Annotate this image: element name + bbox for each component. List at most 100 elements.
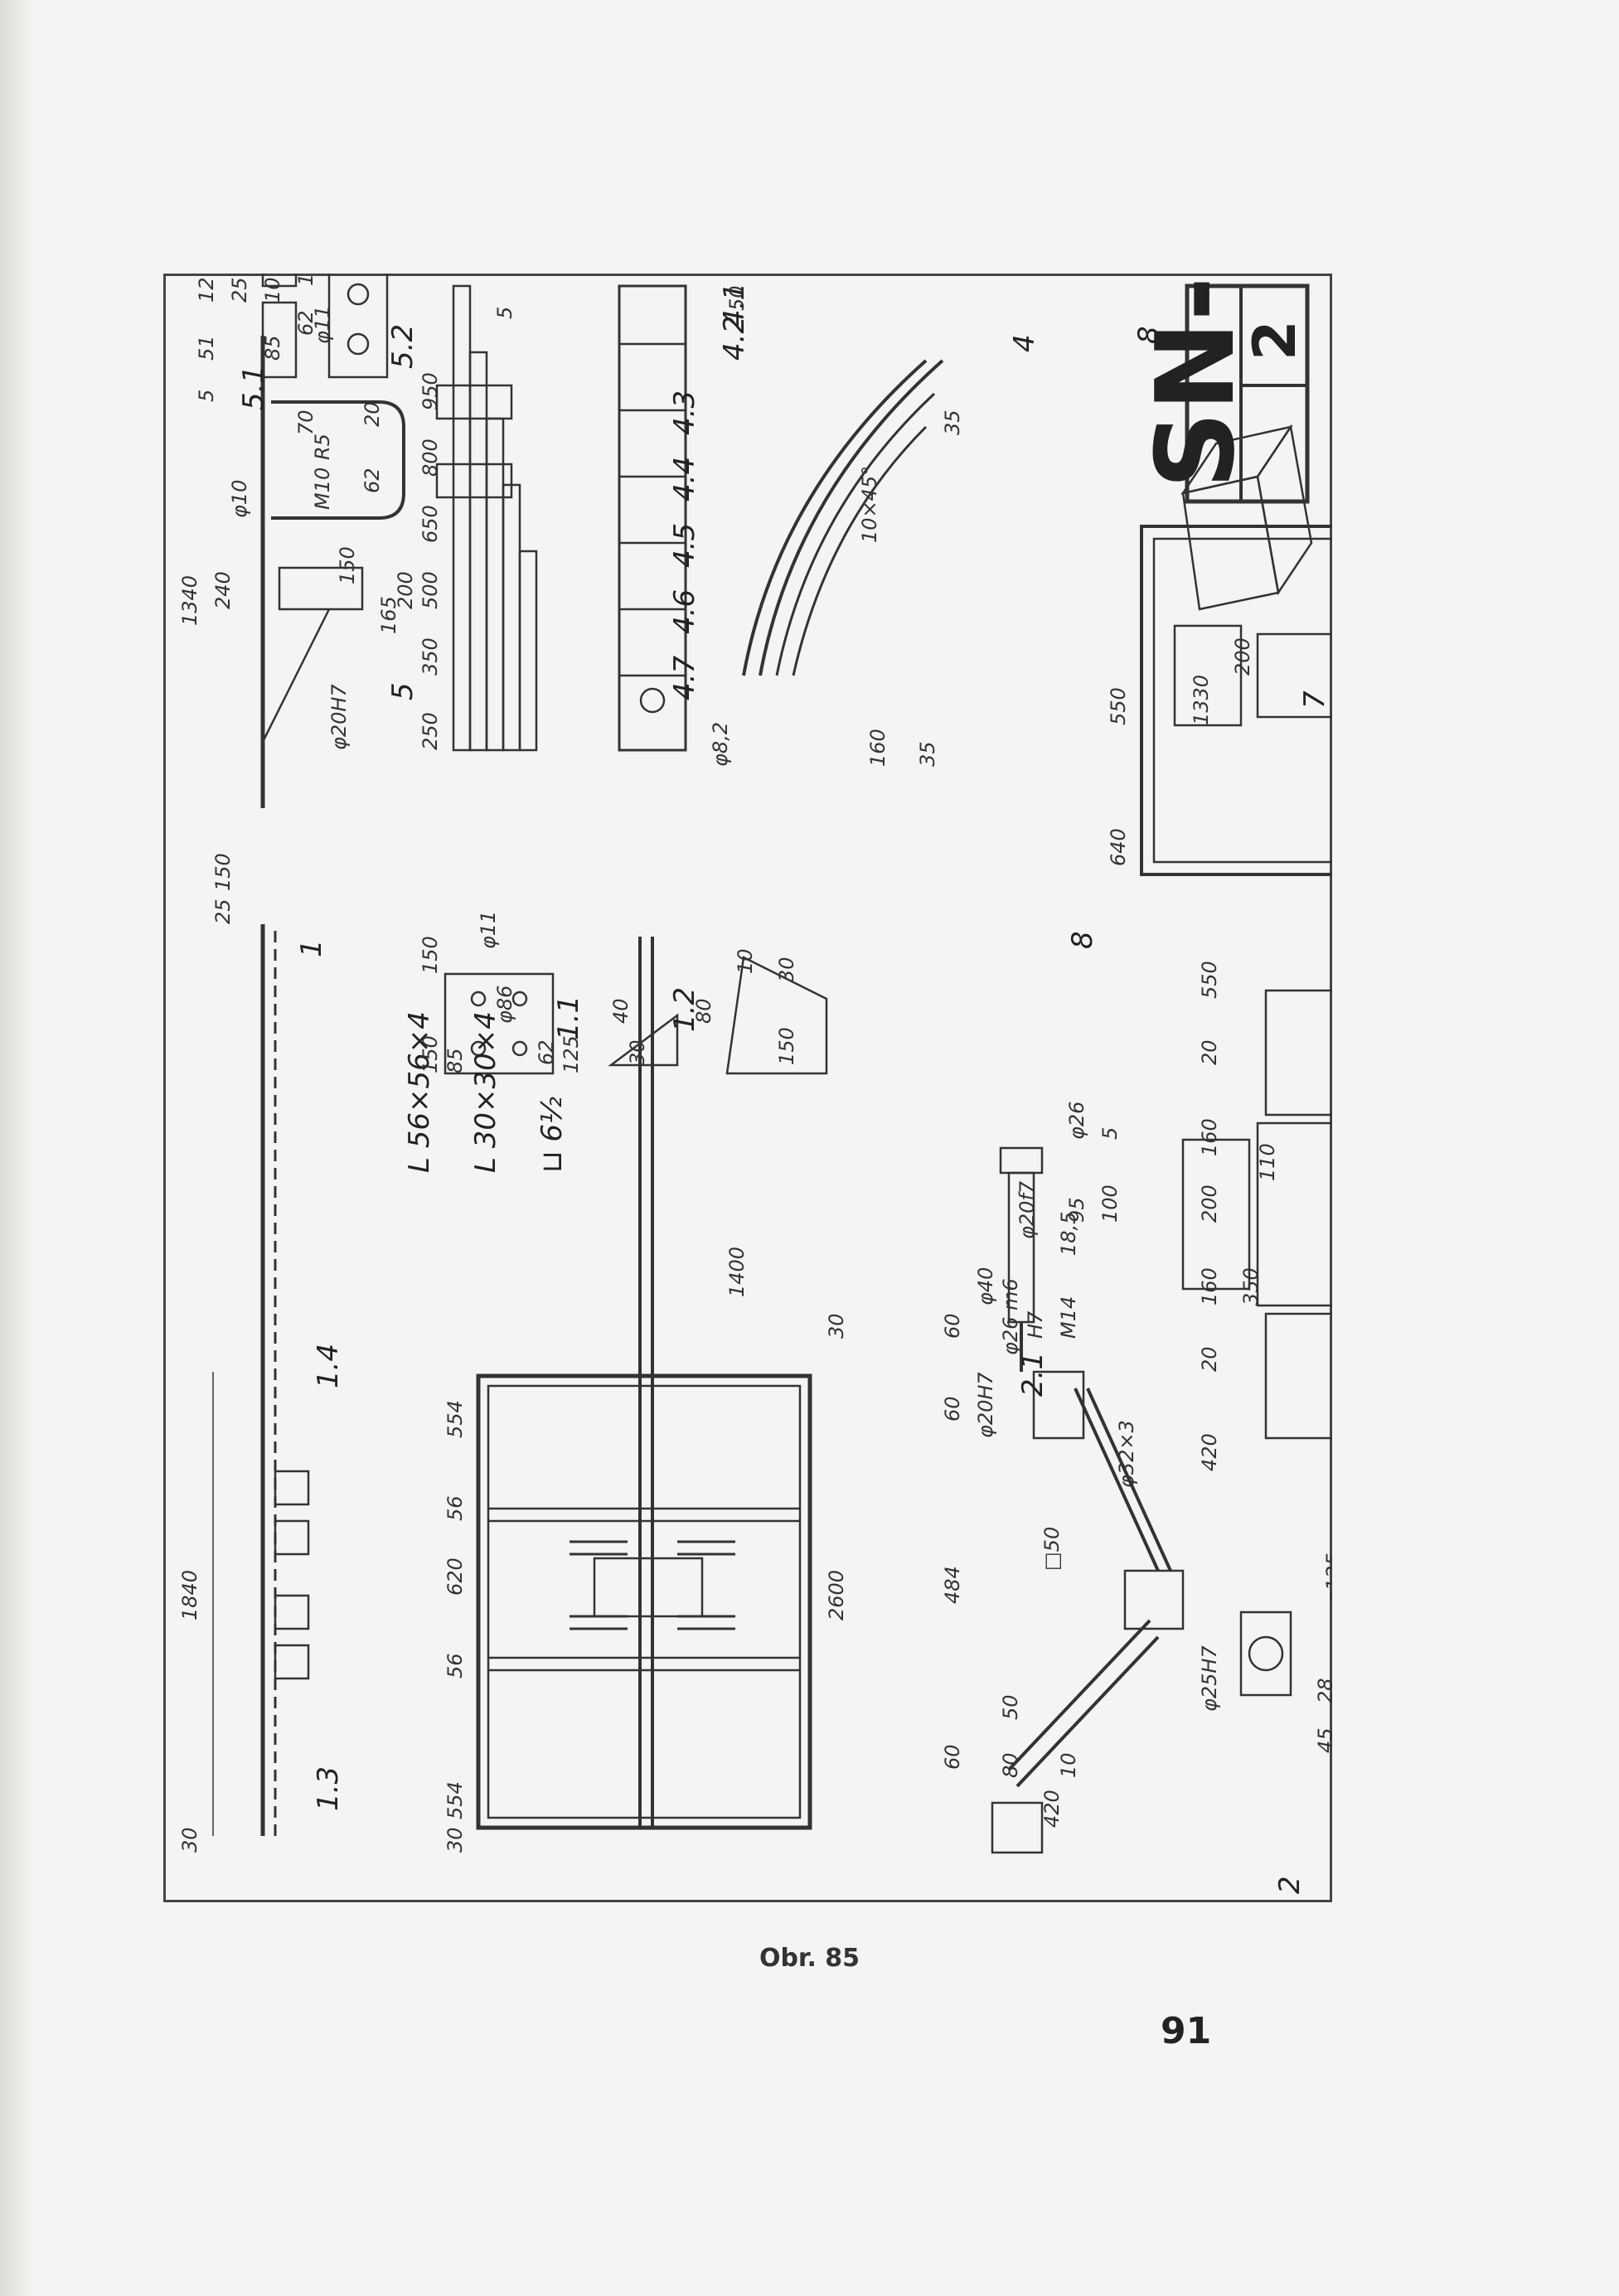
dimension: 240 (211, 571, 235, 609)
part-label-4-4: 4.4 (668, 457, 701, 501)
plate-parts (444, 956, 828, 1075)
part-label-5-2: 5.2 (386, 324, 419, 369)
dimension: 5 (493, 307, 516, 319)
dimension: M10 (311, 467, 334, 510)
dimension: φ25H7 (1198, 1645, 1221, 1712)
dimension: 650 (419, 505, 442, 543)
part-label-5-1: 5.1 (237, 366, 270, 410)
tray-plan-view (1140, 525, 1332, 876)
dimension: 5 (195, 390, 218, 402)
dimension: 10 (261, 277, 284, 303)
dimension: 20 (1198, 1039, 1221, 1065)
dimension: 10 (1057, 1752, 1080, 1778)
dimension: 110 (1256, 1143, 1279, 1181)
dimension: 62 (535, 1039, 558, 1065)
bracket-side-view (260, 336, 364, 808)
dimension: 800 (419, 438, 442, 477)
part-label-4-1: 4.1 (718, 283, 751, 327)
dimension: 95 (1065, 1197, 1088, 1223)
dimension: 50 (725, 285, 749, 311)
dimension: 150 (419, 936, 442, 974)
dimension: 250 (419, 712, 442, 750)
part-label-2: 2 (1273, 1876, 1306, 1894)
dimension: 35 (916, 741, 939, 767)
dimension: φ26 (1065, 1102, 1088, 1140)
dimension: 30 (775, 957, 798, 982)
dimension: H7 (1024, 1310, 1047, 1339)
dimension: 28 (1314, 1678, 1332, 1703)
dimension: 51 (195, 335, 218, 361)
dimension: 30 (825, 1313, 848, 1339)
dimension: 45 (1314, 1727, 1332, 1753)
dimension: 200 (1231, 637, 1254, 676)
profile-label-channel: ⊔ 6½ (536, 1097, 569, 1173)
dimension: 50 (999, 1694, 1022, 1720)
dimension: 62 (361, 467, 384, 493)
dimension: 100 (1098, 1184, 1122, 1223)
dimension: 85 (444, 1048, 467, 1073)
dimension: φ86 (493, 986, 516, 1024)
dimension: 1840 (178, 1570, 201, 1620)
dimension: 60 (941, 1744, 964, 1770)
leaf-spring-part-4 (742, 359, 944, 676)
dimension: 60 (941, 1313, 964, 1339)
dimension: 30 (178, 1827, 201, 1853)
dimension: 80 (692, 998, 715, 1024)
dimension: 70 (294, 409, 317, 435)
dimension: 30 (626, 1039, 649, 1065)
part-label-1-4: 1.4 (312, 1344, 345, 1388)
dimension: φ11 (311, 306, 334, 344)
dimension: 150 (419, 1035, 442, 1073)
drawing-title-code: SN-9 (1132, 274, 1258, 489)
profile-label-angle-56: L 56×56×4 (403, 1011, 436, 1173)
dimension: 150 (336, 546, 359, 584)
dimension: φ8,2 (709, 722, 732, 767)
dimension: φ40 (974, 1267, 997, 1305)
dimension: 5 (1098, 1127, 1122, 1140)
part-label-2-1: 2.1 (1016, 1352, 1049, 1397)
dimension: 350 (419, 637, 442, 676)
dimension: 40 (609, 998, 633, 1024)
dimension: 56 (444, 1495, 467, 1521)
part-label-4-7: 4.7 (668, 656, 701, 700)
frame-plan-view (476, 937, 812, 1830)
dimension: φ125 (1322, 1552, 1332, 1604)
figure-caption: Obr. 85 (759, 1944, 860, 1973)
dimension: 60 (941, 1396, 964, 1422)
dimension: 56 (444, 1653, 467, 1678)
dimension: φ10 (228, 480, 251, 518)
dimension: φ11 (477, 911, 500, 949)
dimension: 200 (1198, 1184, 1221, 1223)
page-number: 91 (1161, 2010, 1212, 2052)
box-3d-part-8 (1180, 424, 1313, 611)
dimension: 1340 (178, 575, 201, 626)
dimension: 550 (1198, 961, 1221, 999)
dimension: φ26 m6 (999, 1278, 1022, 1355)
drawing-frame (163, 274, 1332, 1902)
part-label-7: 7 (1298, 690, 1331, 709)
dimension: 640 (1107, 828, 1130, 866)
dimension: 1330 (1190, 675, 1213, 725)
dimension: 12 (195, 277, 218, 303)
dimension: 125 (560, 1035, 583, 1073)
dimension: R5 (311, 434, 334, 460)
dimension: 160 (1198, 1118, 1221, 1156)
dimension: 80 (999, 1752, 1022, 1778)
dimension: 1400 (725, 1247, 749, 1297)
sheet-number: 2 (1241, 320, 1309, 361)
title-block (1185, 283, 1310, 504)
dimension: 85 (261, 335, 284, 361)
clamp-parts-5 (261, 274, 389, 379)
dimension: φ20H7 (974, 1372, 997, 1438)
dimension: 25 (228, 277, 251, 303)
dimension: 500 (419, 571, 442, 609)
part-label-8-development: 8 (1066, 931, 1099, 949)
page-gutter (0, 0, 33, 2296)
pin-part-2-1 (999, 1146, 1044, 1372)
dimension: 20 (361, 401, 384, 427)
dimension: 554 (444, 1400, 467, 1438)
bar-parts-4 (618, 284, 687, 752)
dimension: 2600 (825, 1570, 848, 1620)
box-development-part-8 (1181, 989, 1332, 1440)
dimension: φ32×3 (1115, 1420, 1138, 1488)
